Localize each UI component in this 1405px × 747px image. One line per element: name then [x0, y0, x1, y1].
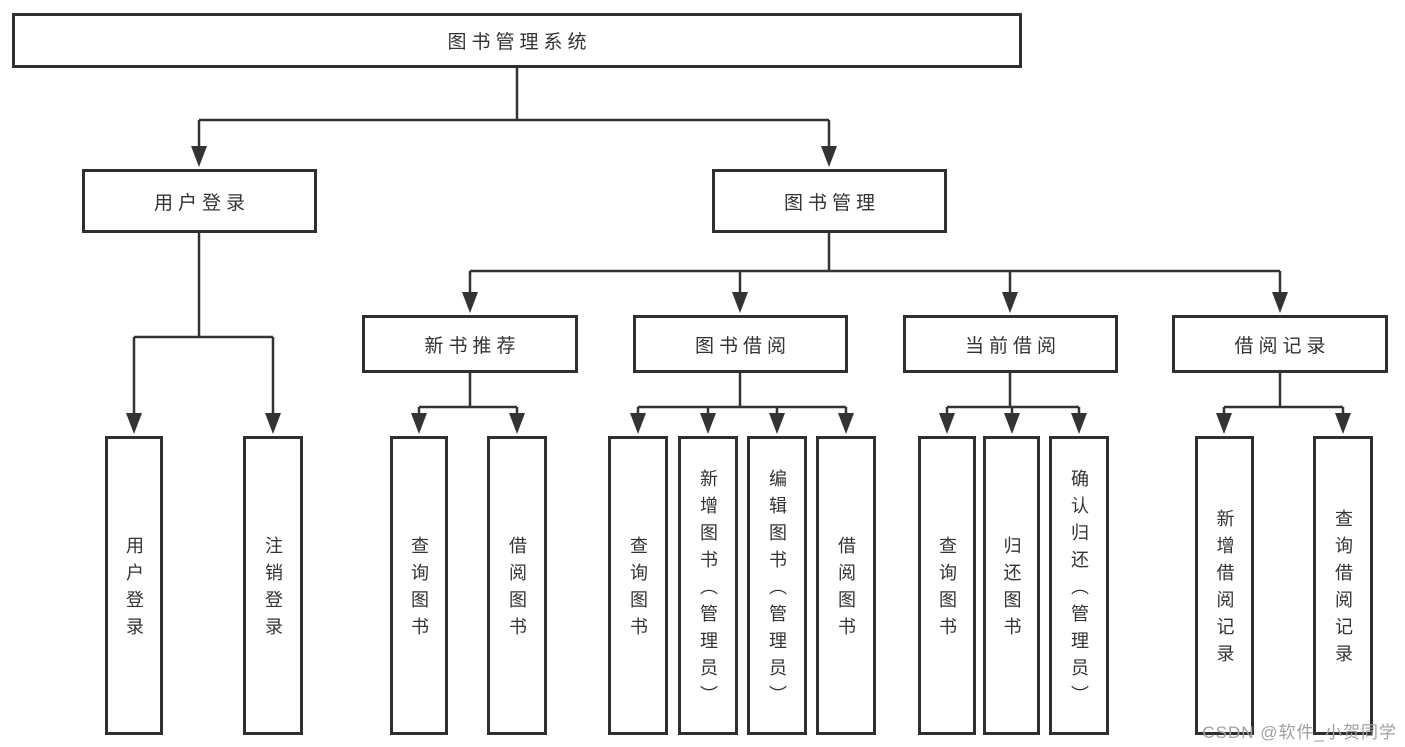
- leaf-edit-books-admin: 编辑图书（管理员）: [747, 436, 807, 735]
- leaf-label: 用户登录: [124, 536, 144, 644]
- csdn-watermark: CSDN @软件_小贺同学: [1202, 723, 1397, 742]
- node-label: 图书借阅: [694, 335, 791, 357]
- leaf-query-books-borrowing: 查询图书: [608, 436, 668, 735]
- leaf-label: 新增图书（管理员）: [698, 468, 718, 712]
- leaf-label: 注销登录: [263, 536, 283, 644]
- node-label: 借阅记录: [1234, 335, 1331, 357]
- node-new-book-recommendation: 新书推荐: [362, 315, 578, 373]
- leaf-label: 查询图书: [409, 536, 429, 644]
- leaf-label: 借阅图书: [507, 536, 527, 644]
- leaf-add-books-admin: 新增图书（管理员）: [678, 436, 738, 735]
- node-library-management-system: 图书管理系统: [12, 13, 1022, 68]
- node-borrowing-records: 借阅记录: [1172, 315, 1388, 373]
- leaf-user-login: 用户登录: [105, 436, 163, 735]
- node-label: 用户登录: [153, 192, 250, 214]
- leaf-label: 查询图书: [937, 536, 957, 644]
- leaf-label: 查询图书: [628, 536, 648, 644]
- leaf-query-books-recommend: 查询图书: [390, 436, 448, 735]
- leaf-label: 查询借阅记录: [1333, 509, 1353, 671]
- leaf-confirm-return-admin: 确认归还（管理员）: [1049, 436, 1109, 735]
- leaf-add-borrow-record: 新增借阅记录: [1195, 436, 1254, 735]
- leaf-label: 新增借阅记录: [1214, 509, 1235, 671]
- leaf-borrow-books-recommend: 借阅图书: [487, 436, 547, 735]
- leaf-label: 编辑图书（管理员）: [767, 468, 787, 712]
- leaf-borrow-books-borrowing: 借阅图书: [816, 436, 876, 735]
- leaf-query-books-current: 查询图书: [918, 436, 976, 735]
- node-label: 图书管理系统: [447, 32, 592, 53]
- leaf-label: 归还图书: [1001, 536, 1022, 644]
- leaf-label: 确认归还（管理员）: [1069, 468, 1089, 712]
- node-label: 图书管理: [783, 192, 880, 214]
- node-label: 新书推荐: [424, 335, 521, 357]
- node-label: 当前借阅: [964, 335, 1061, 357]
- node-book-borrowing: 图书借阅: [633, 315, 848, 373]
- node-user-login: 用户登录: [82, 169, 317, 233]
- node-current-borrowing: 当前借阅: [903, 315, 1118, 373]
- node-book-management: 图书管理: [712, 169, 947, 233]
- leaf-logout: 注销登录: [243, 436, 303, 735]
- leaf-return-books: 归还图书: [983, 436, 1040, 735]
- leaf-label: 借阅图书: [836, 536, 856, 644]
- leaf-query-borrow-record: 查询借阅记录: [1313, 436, 1373, 735]
